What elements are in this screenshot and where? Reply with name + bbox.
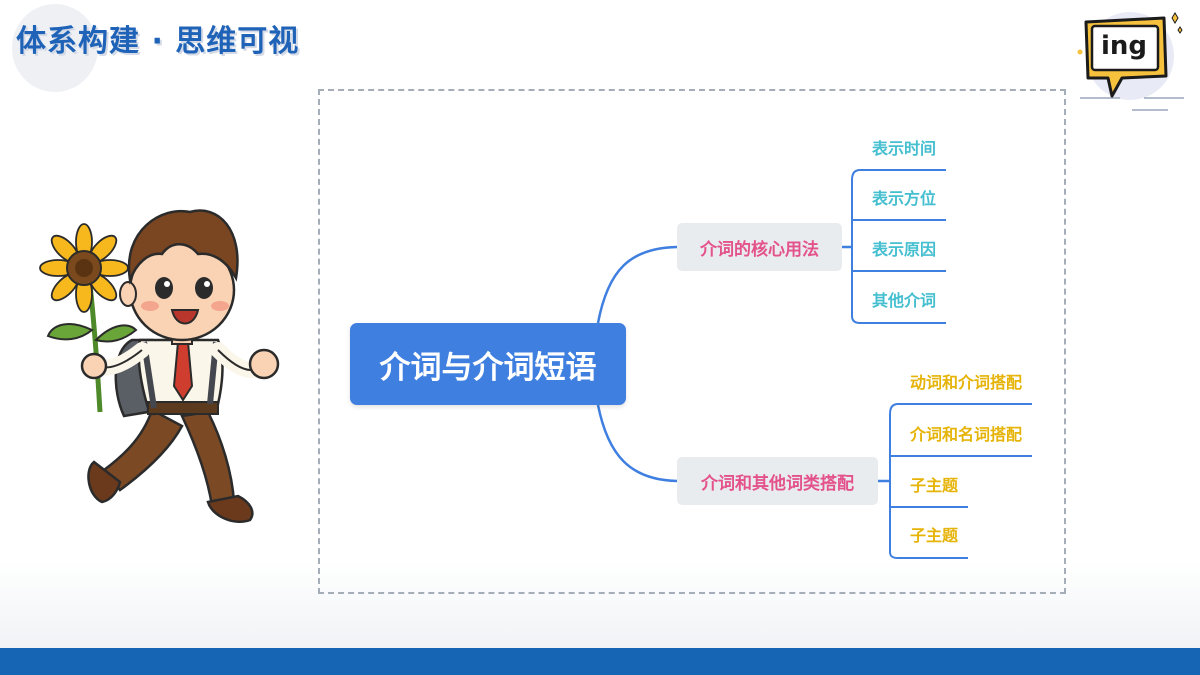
leaf-preposition-noun[interactable]: 介词和名词搭配	[910, 425, 1023, 444]
leaf-subtopic[interactable]: 子主题	[910, 476, 959, 495]
leaf-subtopic[interactable]: 子主题	[910, 526, 959, 545]
mindmap-frame	[318, 89, 1066, 594]
branch-collocations[interactable]: 介词和其他词类搭配	[677, 457, 878, 505]
bottom-bar	[0, 648, 1200, 675]
leaf-reason[interactable]: 表示原因	[872, 240, 937, 259]
boy-with-sunflower-illustration	[39, 209, 280, 523]
branch-core-usage[interactable]: 介词的核心用法	[677, 223, 842, 271]
leaf-time[interactable]: 表示时间	[872, 139, 937, 158]
page-title: 体系构建 · 思维可视	[16, 24, 300, 59]
ing-badge-icon	[1077, 12, 1184, 111]
leaf-location[interactable]: 表示方位	[872, 189, 937, 208]
leaf-other-prepositions[interactable]: 其他介词	[872, 291, 937, 310]
leaf-verb-preposition[interactable]: 动词和介词搭配	[910, 373, 1023, 392]
badge-text: ing	[1100, 31, 1148, 61]
background-fade	[0, 560, 1200, 648]
title-decoration	[12, 4, 98, 92]
mindmap-root[interactable]: 介词与介词短语	[350, 323, 626, 405]
